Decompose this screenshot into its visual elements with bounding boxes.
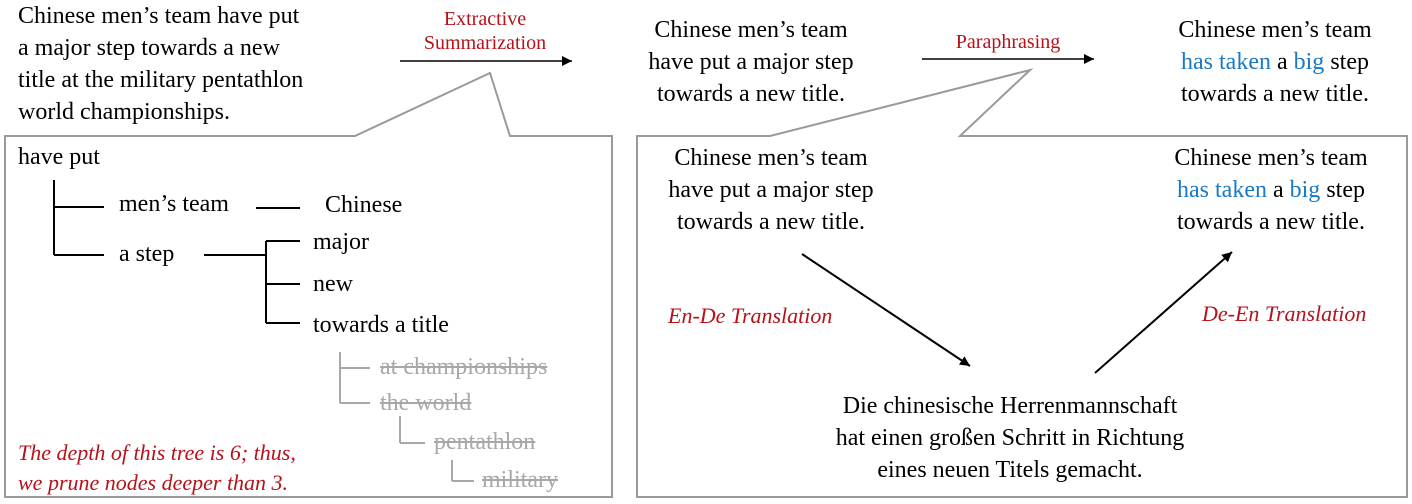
tree-connectors — [53, 180, 300, 324]
de-en-label: De-En Translation — [1202, 301, 1367, 326]
paraphrasing-label: Paraphrasing — [955, 31, 1061, 53]
pruned-node: pentathlon — [434, 429, 536, 455]
en-de-arrow — [801, 253, 971, 367]
de-en-arrow — [1094, 251, 1233, 374]
german-sentence: Die chinesische Herrenmannschaft hat ein… — [835, 393, 1185, 483]
changed-word: big — [1293, 49, 1325, 75]
tree-node: men’s team — [119, 191, 229, 217]
en-de-label: En-De Translation — [668, 303, 833, 328]
backtranslation-output: Chinese men’s team has taken a big step … — [1174, 145, 1368, 235]
source-line: title at the military pentathlon — [18, 67, 304, 93]
changed-word: has taken — [1177, 177, 1267, 203]
backtranslation-input: Chinese men’s team have put a major step… — [668, 145, 874, 235]
pruned-node: military — [482, 467, 558, 493]
backtranslation-callout-frame — [636, 68, 1408, 498]
tree-root: have put — [18, 144, 100, 170]
pruned-node: the world — [380, 390, 472, 416]
source-line: world championships. — [18, 99, 230, 125]
tree-node: new — [313, 271, 353, 297]
pruning-note: The depth of this tree is 6; thus, we pr… — [18, 440, 296, 495]
source-sentence: Chinese men’s team have put a major step… — [18, 0, 303, 128]
extractive-summarization-label: Extractive Summarization — [423, 8, 547, 54]
paraphrased-sentence: Chinese men’s team has taken a big step … — [1178, 17, 1372, 107]
tree-callout-frame — [4, 71, 613, 498]
source-line: a major step towards a new — [18, 35, 280, 61]
changed-word: big — [1289, 177, 1321, 203]
changed-word: has taken — [1181, 49, 1271, 75]
tree-node: towards a title — [313, 312, 449, 338]
pruned-connectors — [339, 352, 474, 482]
tree-node: major — [313, 229, 369, 255]
tree-node: a step — [119, 241, 175, 267]
summary-sentence: Chinese men’s team have put a major step… — [648, 17, 854, 107]
pruned-node: at championships — [380, 354, 548, 380]
tree-node: Chinese — [325, 192, 403, 218]
source-line: Chinese men’s team have put — [18, 3, 300, 29]
